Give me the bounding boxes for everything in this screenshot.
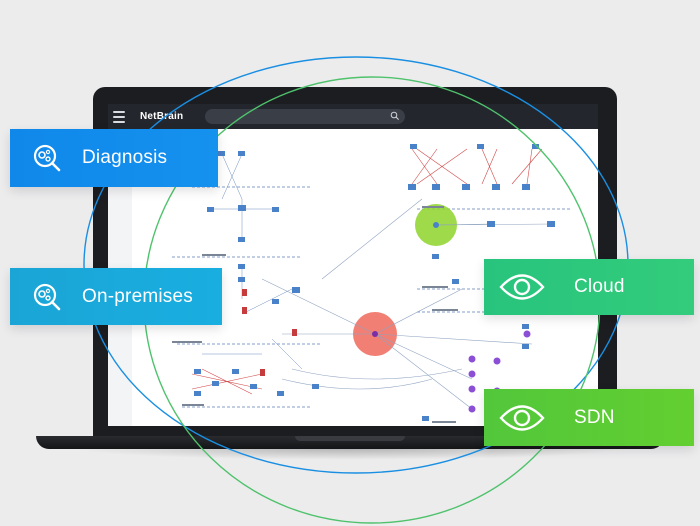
search-box[interactable]: [205, 109, 406, 128]
cloud-label: Cloud: [574, 276, 625, 297]
search-input[interactable]: [205, 113, 386, 128]
diagnosis-tag[interactable]: Diagnosis: [10, 129, 218, 187]
cloud-tag[interactable]: Cloud: [484, 259, 694, 315]
sdn-tag[interactable]: SDN: [484, 389, 694, 446]
diagnosis-gears-magnifier-icon: [33, 283, 61, 310]
laptop-notch: [295, 436, 405, 441]
on-premises-label: On-premises: [82, 285, 193, 307]
eye-icon: [499, 404, 545, 431]
diagnosis-gears-magnifier-icon: [33, 144, 61, 172]
search-icon[interactable]: [390, 111, 400, 121]
menu-icon[interactable]: [108, 104, 130, 129]
app-brand: NetBrain: [140, 111, 184, 122]
on-premises-tag[interactable]: On-premises: [10, 268, 222, 325]
laptop-screen: NetBrain: [108, 104, 598, 426]
sdn-label: SDN: [574, 406, 615, 428]
app-topbar: NetBrain: [108, 104, 598, 129]
eye-icon: [499, 274, 545, 300]
diagnosis-label: Diagnosis: [82, 147, 168, 168]
